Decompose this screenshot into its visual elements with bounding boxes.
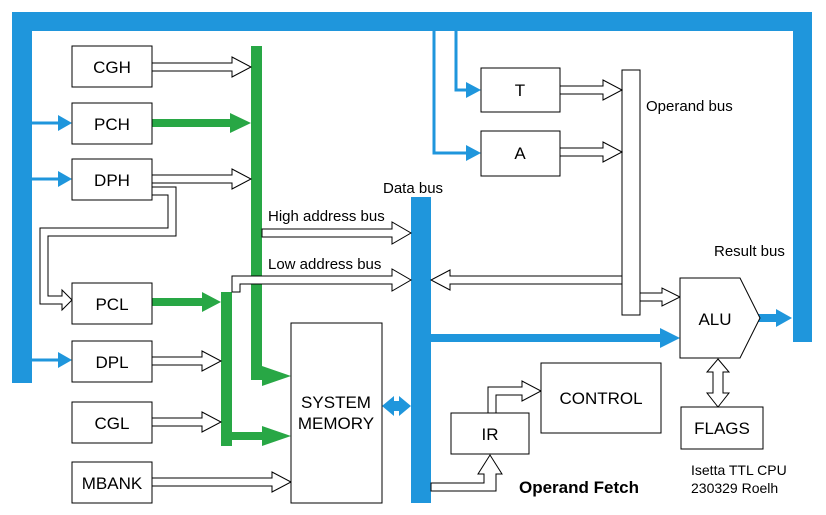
ir-register (450, 412, 530, 455)
mbank-label: MBANK (82, 474, 143, 493)
title-line-2: 230329 Roelh (691, 480, 778, 496)
control-label: CONTROL (559, 389, 642, 408)
operand-bus (621, 69, 641, 316)
memory-data-arrow (382, 396, 411, 416)
bus-labels: Operand bus Data bus High address bus Lo… (268, 98, 785, 273)
pch-register (71, 102, 153, 145)
register-labels: CGH PCH DPH PCL DPL CGL MBANK T A IR SYS… (82, 58, 750, 493)
cgl-label: CGL (95, 414, 130, 433)
a-register (480, 130, 561, 177)
result-bus-tap-heads (58, 82, 792, 368)
flags-register (680, 406, 764, 450)
dph-register (71, 158, 153, 201)
data-bus (411, 197, 431, 503)
ir-label: IR (482, 425, 499, 444)
dpl-register (71, 340, 153, 383)
title-block: Isetta TTL CPU 230329 Roelh (691, 462, 787, 496)
system-memory-label-2: MEMORY (298, 414, 374, 433)
cgh-label: CGH (93, 58, 131, 77)
hollow-arrows (39, 56, 731, 493)
register-boxes (71, 45, 764, 504)
data-bus-label: Data bus (383, 180, 443, 197)
t-register (480, 67, 561, 113)
operand-bus-label: Operand bus (646, 98, 733, 115)
title-line-1: Isetta TTL CPU (691, 462, 787, 478)
dph-label: DPH (94, 171, 130, 190)
pch-label: PCH (94, 115, 130, 134)
high-address-bus-label: High address bus (268, 208, 385, 225)
system-memory-label-1: SYSTEM (301, 393, 371, 412)
pcl-register (71, 282, 153, 325)
alu-label: ALU (698, 310, 731, 329)
alu-block (679, 277, 761, 359)
pcl-label: PCL (95, 295, 128, 314)
cgh-register (71, 45, 153, 88)
dpl-label: DPL (95, 353, 128, 372)
data-bus-to-alu (431, 328, 680, 348)
flags-label: FLAGS (694, 419, 750, 438)
system-memory (290, 322, 383, 504)
low-address-bus-label: Low address bus (268, 256, 381, 273)
address-bus (152, 46, 291, 446)
control-unit (540, 362, 662, 434)
t-label: T (515, 81, 525, 100)
result-bus (12, 12, 812, 383)
a-label: A (514, 144, 526, 163)
result-bus-label: Result bus (714, 243, 785, 260)
cgl-register (71, 401, 153, 444)
operand-fetch-caption: Operand Fetch (519, 478, 639, 497)
mbank-register (71, 461, 153, 504)
